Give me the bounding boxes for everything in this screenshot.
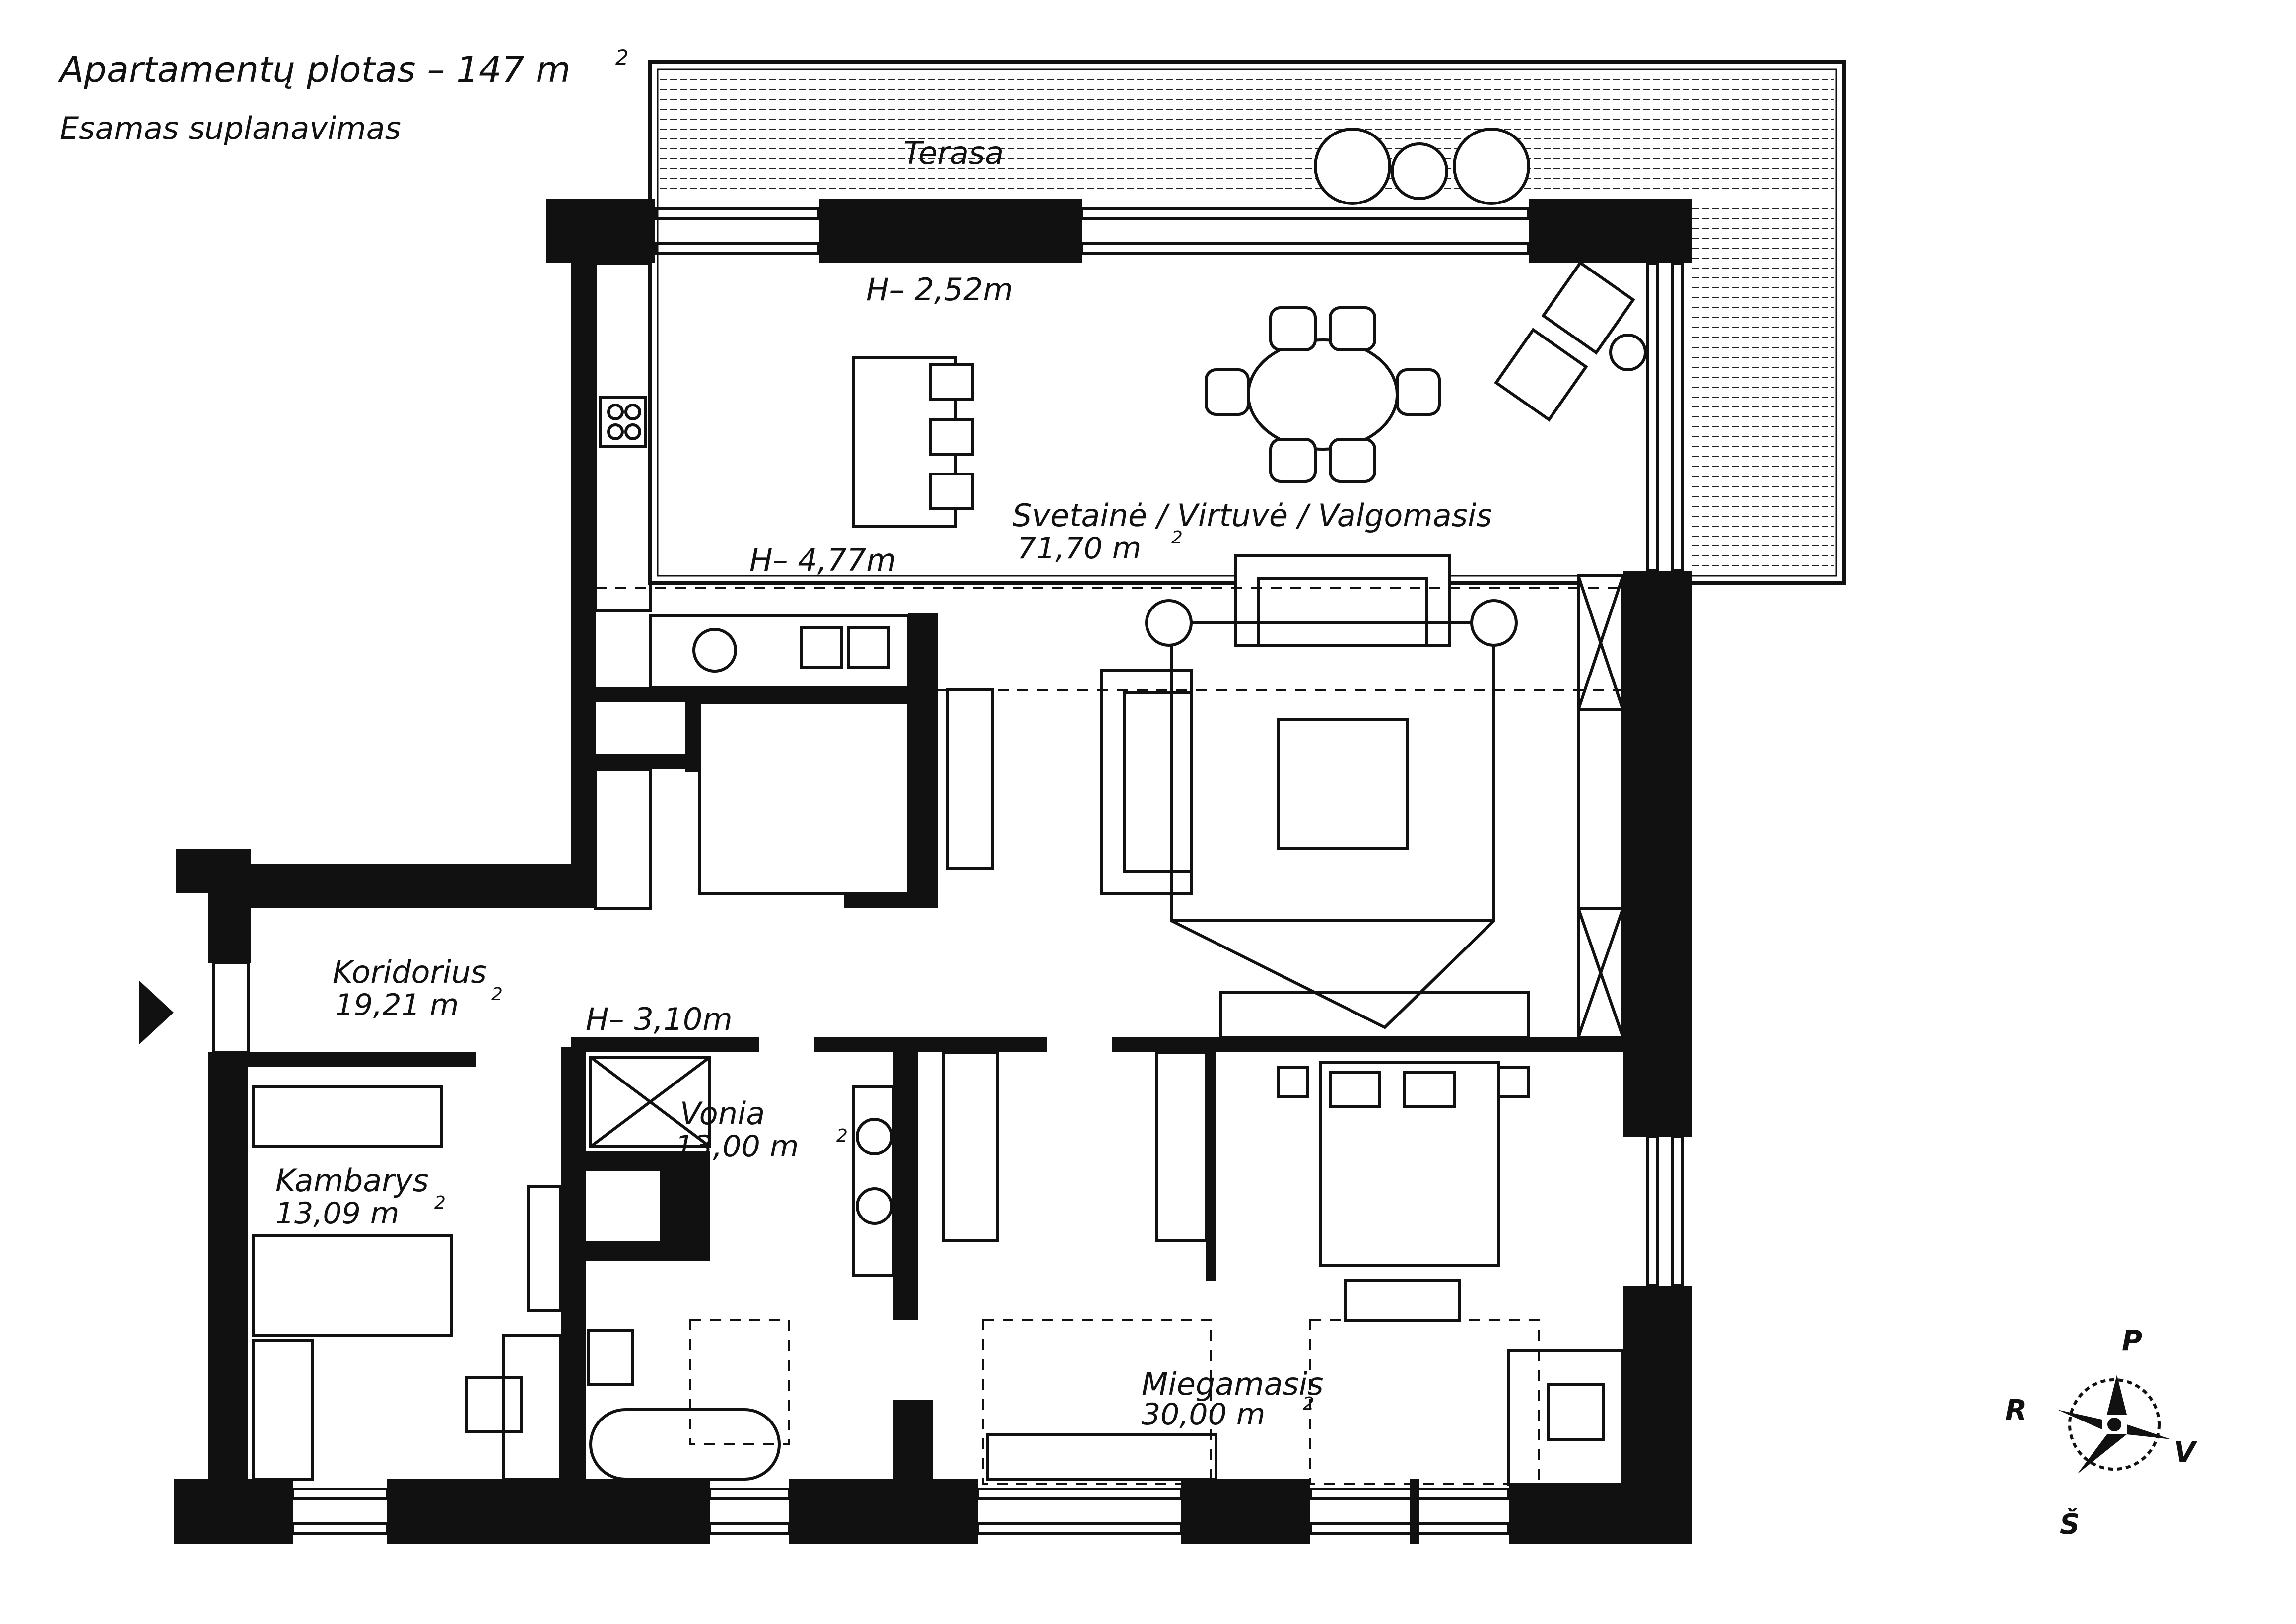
compass-rose-icon bbox=[2057, 1375, 2171, 1474]
plan-title-superscript: 2 bbox=[615, 45, 629, 69]
terrace-label: Terasa bbox=[903, 135, 1004, 171]
room-furniture bbox=[252, 1085, 562, 1481]
height-label-2: H– 4,77m bbox=[749, 542, 896, 578]
bedroom-area: 30,00 m bbox=[1142, 1397, 1265, 1432]
entrance-arrow-icon bbox=[139, 980, 174, 1045]
room-label: Kambarys bbox=[275, 1162, 429, 1199]
height-label-1: H– 2,52m bbox=[866, 271, 1013, 308]
bathroom-fixtures bbox=[587, 1056, 895, 1481]
bedroom-furniture bbox=[942, 1051, 1624, 1486]
lounge-chairs bbox=[1494, 261, 1647, 422]
dining-table bbox=[1205, 306, 1441, 483]
corridor-label: Koridorius bbox=[333, 954, 487, 990]
kitchen-counter bbox=[594, 262, 910, 689]
room-area-sup: 2 bbox=[434, 1193, 446, 1213]
walls bbox=[174, 199, 1692, 1544]
living-room-area-sup: 2 bbox=[1171, 528, 1183, 548]
bedroom-area-sup: 2 bbox=[1303, 1394, 1314, 1414]
bathroom-label: Vonia bbox=[680, 1095, 765, 1132]
terrace-deck bbox=[648, 60, 1846, 585]
terrace-chairs bbox=[1314, 128, 1530, 205]
bathroom-area-sup: 2 bbox=[836, 1126, 848, 1146]
height-label-3: H– 3,10m bbox=[586, 1001, 733, 1037]
corridor-area: 19,21 m bbox=[335, 988, 459, 1022]
windows bbox=[212, 207, 1684, 1535]
corridor-area-sup: 2 bbox=[491, 984, 503, 1005]
living-wardrobe bbox=[1577, 574, 1624, 1039]
compass-north: P bbox=[2122, 1325, 2142, 1357]
bedroom-label: Miegamasis bbox=[1142, 1366, 1323, 1402]
compass-east: V bbox=[2174, 1436, 2198, 1469]
bathroom-area: 13,00 m bbox=[675, 1129, 799, 1164]
compass-south: Š bbox=[2060, 1508, 2080, 1541]
living-room-label: Svetainė / Virtuvė / Valgomasis bbox=[1013, 497, 1492, 534]
living-room-area: 71,70 m bbox=[1017, 531, 1141, 566]
compass-west: R bbox=[2005, 1394, 2026, 1426]
plan-title: Apartamentų plotas – 147 m bbox=[58, 49, 571, 90]
closet bbox=[594, 688, 994, 910]
room-area: 13,09 m bbox=[275, 1196, 399, 1231]
kitchen-island bbox=[852, 356, 974, 528]
plan-subtitle: Esamas suplanavimas bbox=[60, 110, 401, 146]
living-sofas bbox=[1100, 554, 1530, 1039]
